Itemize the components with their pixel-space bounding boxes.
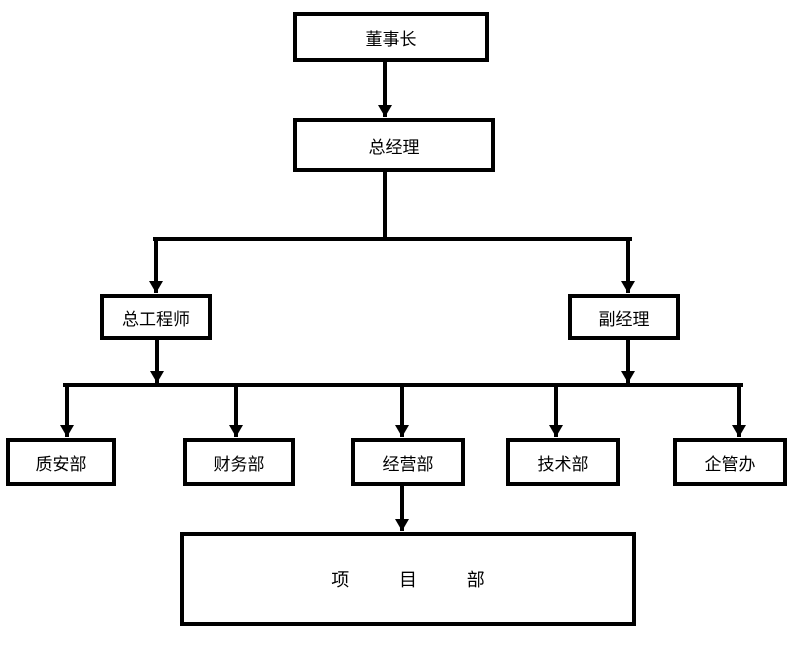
node-business: 经营部 [351, 438, 465, 486]
node-management-office: 企管办 [673, 438, 787, 486]
node-quality-safety-label: 质安部 [35, 454, 87, 475]
node-management-office-label: 企管办 [704, 454, 756, 475]
node-project: 项 目 部 [180, 532, 636, 626]
node-chief-engineer: 总工程师 [100, 294, 212, 340]
node-general-manager: 总经理 [293, 118, 495, 172]
node-business-label: 经营部 [382, 454, 434, 475]
node-deputy-manager-label: 副经理 [598, 309, 650, 330]
node-chief-engineer-label: 总工程师 [122, 309, 190, 330]
node-technology-label: 技术部 [537, 454, 589, 475]
node-general-manager-label: 总经理 [368, 137, 420, 158]
node-chairman-label: 董事长 [365, 29, 417, 50]
node-deputy-manager: 副经理 [568, 294, 680, 340]
node-finance-label: 财务部 [213, 454, 265, 475]
node-quality-safety: 质安部 [6, 438, 116, 486]
node-project-label: 项 目 部 [331, 570, 507, 591]
node-finance: 财务部 [183, 438, 295, 486]
node-technology: 技术部 [506, 438, 620, 486]
node-chairman: 董事长 [293, 12, 489, 62]
